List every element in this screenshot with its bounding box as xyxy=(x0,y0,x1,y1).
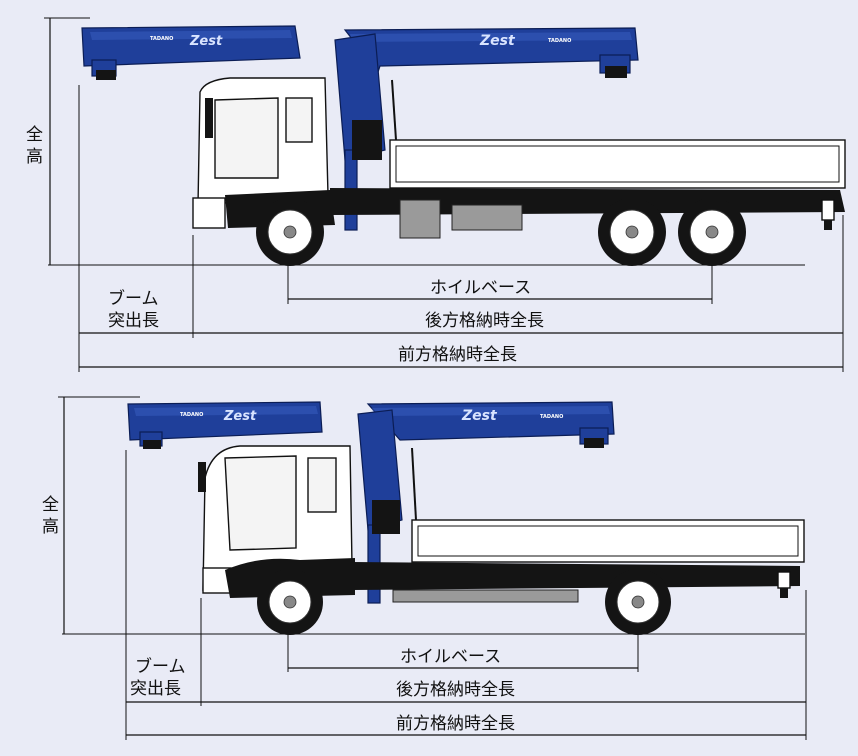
bottom-rear-length-label: 後方格納時全長 xyxy=(396,680,515,700)
top-boom-label-2: 突出長 xyxy=(108,311,159,331)
bottom-truck: Zest TADANO Zest TADANO xyxy=(62,401,805,635)
top-cab xyxy=(192,77,335,229)
bottom-wheelbase-label: ホイルベース xyxy=(400,647,501,667)
top-brand-logo: Zest xyxy=(189,34,223,49)
top-maker-logo: TADANO xyxy=(150,36,173,42)
bottom-boom-label-2: 突出長 xyxy=(130,679,181,699)
bottom-bed xyxy=(352,447,805,603)
top-bed xyxy=(330,79,846,239)
bottom-front-length-label: 前方格納時全長 xyxy=(396,714,515,734)
top-front-length-label: 前方格納時全長 xyxy=(398,345,517,365)
top-rear-length-label: 後方格納時全長 xyxy=(425,311,544,331)
top-height-label-2: 高 xyxy=(26,147,43,167)
bottom-wheel-rear xyxy=(605,569,671,635)
bottom-dimensions: 全 高 ホイルベース ブーム 突出長 後方格納時全長 前方格納時全長 xyxy=(42,396,807,740)
bottom-main-maker-logo: TADANO xyxy=(540,414,563,420)
top-height-label-1: 全 xyxy=(26,125,43,145)
bottom-height-label-2: 高 xyxy=(42,517,59,537)
bottom-height-label-1: 全 xyxy=(42,495,59,515)
bottom-brand-logo: Zest xyxy=(223,409,257,424)
top-truck: Zest TADANO Zest TADANO xyxy=(48,25,846,266)
bottom-boom-main: Zest TADANO xyxy=(357,401,615,604)
bottom-main-brand-logo: Zest xyxy=(461,408,498,424)
bottom-wheel-front xyxy=(257,569,323,635)
top-wheel-rear1 xyxy=(598,198,666,266)
top-main-maker-logo: TADANO xyxy=(548,38,571,44)
top-boom-front: Zest TADANO xyxy=(81,25,301,80)
bottom-cab xyxy=(198,445,355,598)
top-dimensions: 全 高 ホイルベース ブーム 突出長 後方格納時全長 前方格納時全長 xyxy=(26,17,844,372)
top-boom-label-1: ブーム xyxy=(108,288,159,309)
bottom-boom-front: Zest TADANO xyxy=(127,401,323,449)
top-wheel-front xyxy=(256,198,324,266)
top-boom-main: Zest TADANO xyxy=(334,27,639,231)
bottom-boom-label-1: ブーム xyxy=(135,656,186,677)
top-wheel-rear2 xyxy=(678,198,746,266)
bottom-maker-logo: TADANO xyxy=(180,412,203,418)
top-main-brand-logo: Zest xyxy=(479,33,516,49)
top-wheelbase-label: ホイルベース xyxy=(430,278,531,298)
